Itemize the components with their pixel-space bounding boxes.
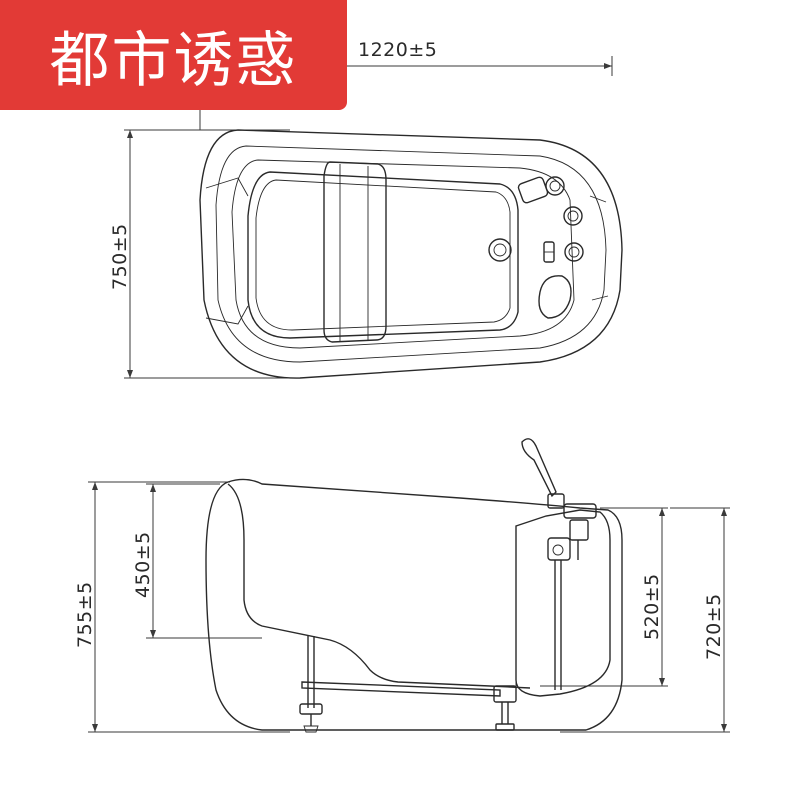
- total-height-left-dimension: 755±5: [74, 481, 290, 733]
- drain-icon: [488, 238, 512, 262]
- headrest-icon: [538, 275, 572, 319]
- total-height-right-dimension: 720±5: [560, 507, 730, 733]
- faucet-control-icon: [517, 176, 565, 204]
- side-view: 755±5 450±5 520±5 720±5: [74, 438, 730, 733]
- tub-basin: [247, 171, 519, 339]
- depth-dimension: 750±5: [109, 129, 300, 379]
- support-frame: [299, 636, 517, 733]
- knob-icon: [563, 206, 583, 226]
- width-dimension-label: 1220±5: [358, 39, 437, 61]
- inner-height-right-label: 520±5: [641, 573, 663, 640]
- button-panel-icon: [543, 241, 555, 263]
- tub-outer-rim: [199, 129, 623, 379]
- top-view: 1220±5 750±5: [109, 39, 623, 379]
- total-height-right-label: 720±5: [703, 593, 725, 660]
- total-height-left-label: 755±5: [74, 581, 96, 648]
- tub-door-panel: [515, 509, 611, 697]
- watermark-text: 都市诱惑: [49, 25, 298, 96]
- inner-height-right-dimension: 520±5: [540, 507, 668, 687]
- watermark-banner: 都市诱惑: [0, 0, 347, 110]
- tub-side-outline: [205, 478, 623, 731]
- seat-height-dimension: 450±5: [132, 483, 262, 639]
- tub-basin-inner: [255, 179, 511, 331]
- knob-icon-2: [564, 242, 584, 262]
- seat-height-label: 450±5: [132, 531, 154, 598]
- tub-seat: [323, 161, 387, 343]
- tub-rim-step: [231, 159, 575, 349]
- hand-shower-icon: [521, 438, 565, 509]
- tub-inner-rim: [215, 145, 607, 363]
- depth-dimension-label: 750±5: [109, 223, 131, 290]
- faucet-body-icon: [547, 503, 597, 690]
